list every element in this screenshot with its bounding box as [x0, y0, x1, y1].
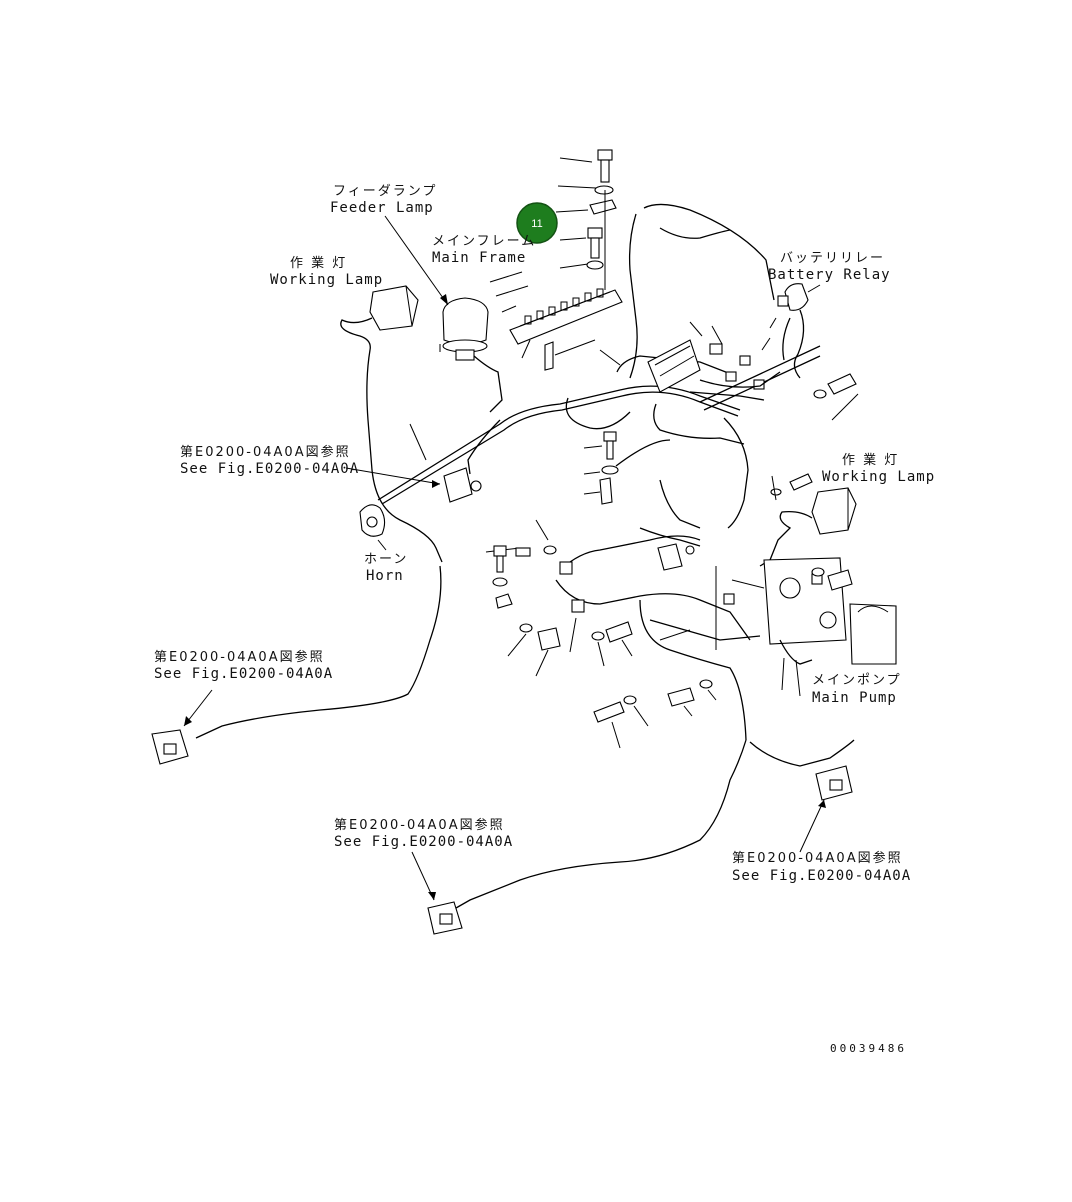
working-lamp-left-label-jp: 作 業 灯 — [290, 255, 347, 271]
relay-box — [647, 321, 781, 401]
see-fig-2-label-jp: 第E0200-04A0A図参照 — [154, 649, 325, 665]
label-battery-relay: バッテリリレー Battery Relay — [768, 251, 891, 283]
middle-bolts — [583, 431, 701, 547]
main-frame-label-jp: メインフレーム — [432, 234, 536, 249]
label-see-fig-1: 第E0200-04A0A図参照 See Fig.E0200-04A0A — [180, 444, 359, 477]
see-fig-1-label-en: See Fig.E0200-04A0A — [180, 461, 359, 477]
main-pump-label-en: Main Pump — [812, 690, 897, 706]
lower-branch-harness — [411, 739, 855, 935]
main-harness — [377, 203, 821, 529]
lower-bolt-group — [593, 629, 717, 749]
feeder-lamp-part — [384, 215, 503, 413]
see-fig-4-label-en: See Fig.E0200-04A0A — [732, 868, 911, 884]
callout-11-marker[interactable]: 11 — [516, 202, 558, 244]
horn-label-jp: ホーン — [364, 552, 408, 567]
working-lamp-right-label-jp: 作 業 灯 — [842, 452, 899, 468]
fuse-board — [489, 271, 623, 371]
feeder-lamp-label-en: Feeder Lamp — [330, 200, 434, 216]
label-working-lamp-right: 作 業 灯 Working Lamp — [822, 452, 935, 485]
left-bolt-group — [492, 545, 633, 677]
horn-label-en: Horn — [366, 568, 404, 584]
pump-side-harness — [485, 519, 761, 741]
frame-bolt-stack — [555, 149, 617, 290]
see-fig-4-label-jp: 第E0200-04A0A図参照 — [732, 850, 903, 866]
battery-relay-label-en: Battery Relay — [768, 267, 891, 283]
see-fig-2-label-en: See Fig.E0200-04A0A — [154, 666, 333, 682]
see-fig-3-label-jp: 第E0200-04A0A図参照 — [334, 817, 505, 833]
label-main-frame: メインフレーム Main Frame — [432, 234, 536, 266]
main-pump-part — [715, 557, 897, 697]
see-fig-1-label-jp: 第E0200-04A0A図参照 — [180, 444, 351, 460]
working-lamp-right-label-en: Working Lamp — [822, 469, 935, 485]
left-branch-harness — [151, 565, 442, 765]
label-working-lamp-left: 作 業 灯 Working Lamp — [270, 255, 383, 288]
working-lamp-left-part — [340, 285, 443, 563]
battery-relay-label-jp: バッテリリレー — [780, 251, 885, 266]
label-see-fig-3: 第E0200-04A0A図参照 See Fig.E0200-04A0A — [334, 817, 513, 850]
label-see-fig-2: 第E0200-04A0A図参照 See Fig.E0200-04A0A — [154, 649, 333, 682]
callout-number: 11 — [531, 218, 542, 230]
label-feeder-lamp: フィーダランプ Feeder Lamp — [330, 184, 437, 216]
battery-relay-part — [761, 283, 821, 379]
main-pump-label-jp: メインポンプ — [812, 673, 902, 688]
label-main-pump: メインポンプ Main Pump — [812, 673, 902, 706]
label-horn: ホーン Horn — [364, 552, 408, 584]
feeder-lamp-label-jp: フィーダランプ — [333, 184, 437, 199]
working-lamp-right-part — [759, 373, 859, 567]
see-fig-3-label-en: See Fig.E0200-04A0A — [334, 834, 513, 850]
horn-part — [359, 504, 387, 551]
main-frame-label-en: Main Frame — [432, 250, 526, 266]
label-see-fig-4: 第E0200-04A0A図参照 See Fig.E0200-04A0A — [732, 850, 911, 884]
working-lamp-left-label-en: Working Lamp — [270, 272, 383, 288]
clamp-center-left — [345, 423, 482, 503]
drawing-code: 00039486 — [830, 1042, 907, 1055]
